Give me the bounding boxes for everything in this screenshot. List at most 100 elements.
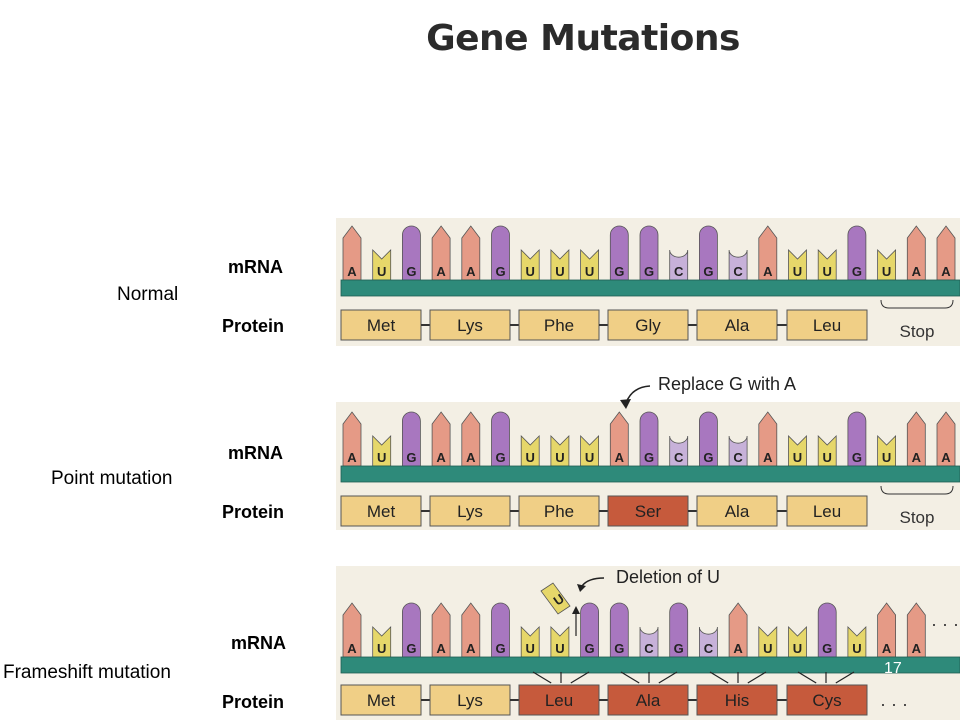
base-C — [699, 626, 718, 658]
base-letter: A — [436, 450, 446, 465]
base-G — [609, 225, 629, 281]
base-letter: C — [733, 264, 743, 279]
base-G — [491, 411, 510, 467]
base-letter: G — [644, 450, 654, 465]
protein-label: Protein — [222, 502, 285, 522]
amino-acid-box — [696, 309, 778, 341]
amino-acid-box — [340, 309, 422, 341]
amino-acid-label: Leu — [813, 316, 841, 335]
slide-number: 17 — [884, 660, 902, 677]
annotation-arrowhead — [620, 399, 631, 409]
base-letter: A — [912, 450, 922, 465]
base-G — [699, 225, 718, 281]
base-letter: C — [704, 641, 714, 656]
base-letter: U — [585, 450, 594, 465]
codon-arrow — [835, 671, 855, 684]
base-letter: G — [703, 264, 713, 279]
amino-acid-box — [429, 495, 511, 527]
base-letter: G — [585, 641, 595, 656]
annotation-arrowhead — [577, 584, 586, 592]
ellipsis: · · · — [931, 614, 959, 634]
codon-arrow — [620, 671, 640, 684]
mrna-backbone — [340, 279, 960, 297]
base-letter: G — [406, 450, 416, 465]
row-label-point: Point mutation — [51, 468, 173, 489]
base-G — [402, 225, 421, 281]
base-G — [699, 411, 718, 467]
base-C — [728, 249, 748, 281]
base-letter: A — [615, 450, 625, 465]
base-letter: U — [585, 264, 594, 279]
base-G — [639, 225, 659, 281]
base-letter: A — [466, 450, 476, 465]
row-label-frameshift: Frameshift mutation — [3, 662, 171, 683]
base-G — [402, 411, 421, 467]
base-letter: G — [614, 264, 624, 279]
annotation-text: Replace G with A — [658, 374, 796, 394]
base-letter: G — [852, 264, 862, 279]
base-G — [847, 411, 867, 467]
stop-bracket — [880, 299, 954, 309]
base-G — [580, 602, 599, 658]
amino-acid-box — [607, 309, 689, 341]
amino-acid-label: Met — [367, 316, 396, 335]
amino-acid-label: Ala — [636, 691, 661, 710]
amino-acid-label: Leu — [545, 691, 573, 710]
base-letter: U — [793, 641, 802, 656]
amino-acid-box — [786, 684, 868, 716]
base-letter: U — [377, 450, 386, 465]
codon-arrow — [570, 671, 590, 684]
amino-acid-box — [786, 309, 868, 341]
base-letter: A — [882, 641, 892, 656]
base-letter: C — [674, 450, 684, 465]
base-C — [669, 249, 689, 281]
base-letter: C — [674, 264, 684, 279]
base-letter: G — [614, 641, 624, 656]
base-letter: U — [377, 641, 386, 656]
codon-arrow — [532, 671, 552, 684]
base-letter: U — [763, 641, 772, 656]
amino-acid-label: Cys — [812, 691, 841, 710]
base-letter: U — [377, 264, 386, 279]
base-letter: G — [674, 641, 684, 656]
base-G — [491, 225, 510, 281]
base-C — [669, 435, 689, 467]
protein-label: Protein — [222, 316, 285, 336]
base-G — [669, 602, 689, 658]
amino-acid-label: His — [725, 691, 750, 710]
mrna-backbone — [340, 465, 960, 483]
amino-acid-box — [696, 684, 778, 716]
mrna-backbone — [340, 656, 960, 674]
amino-acid-label: Ser — [635, 502, 662, 521]
base-letter: U — [793, 264, 802, 279]
page-title: Gene Mutations — [426, 18, 740, 59]
base-letter: G — [644, 264, 654, 279]
base-letter: A — [347, 450, 357, 465]
base-letter: A — [436, 264, 446, 279]
base-letter: G — [495, 641, 505, 656]
base-G — [491, 602, 510, 658]
base-letter: G — [406, 641, 416, 656]
base-letter: G — [406, 264, 416, 279]
base-letter: A — [466, 264, 476, 279]
base-letter: A — [763, 450, 773, 465]
base-letter: G — [852, 450, 862, 465]
base-letter: G — [822, 641, 832, 656]
annotation-text: Deletion of U — [616, 567, 720, 587]
amino-acid-box — [696, 495, 778, 527]
base-letter: A — [763, 264, 773, 279]
base-letter: G — [495, 450, 505, 465]
base-letter: G — [703, 450, 713, 465]
amino-acid-box — [607, 495, 689, 527]
base-letter: A — [347, 641, 357, 656]
deletion-arrowhead — [572, 606, 580, 614]
amino-acid-label: Gly — [635, 316, 661, 335]
amino-acid-box — [518, 684, 600, 716]
base-C — [639, 626, 659, 658]
base-letter: U — [526, 641, 535, 656]
mrna-label: mRNA — [231, 633, 287, 653]
base-C — [728, 435, 748, 467]
amino-acid-label: Ala — [725, 316, 750, 335]
ellipsis: · · · — [880, 694, 908, 714]
